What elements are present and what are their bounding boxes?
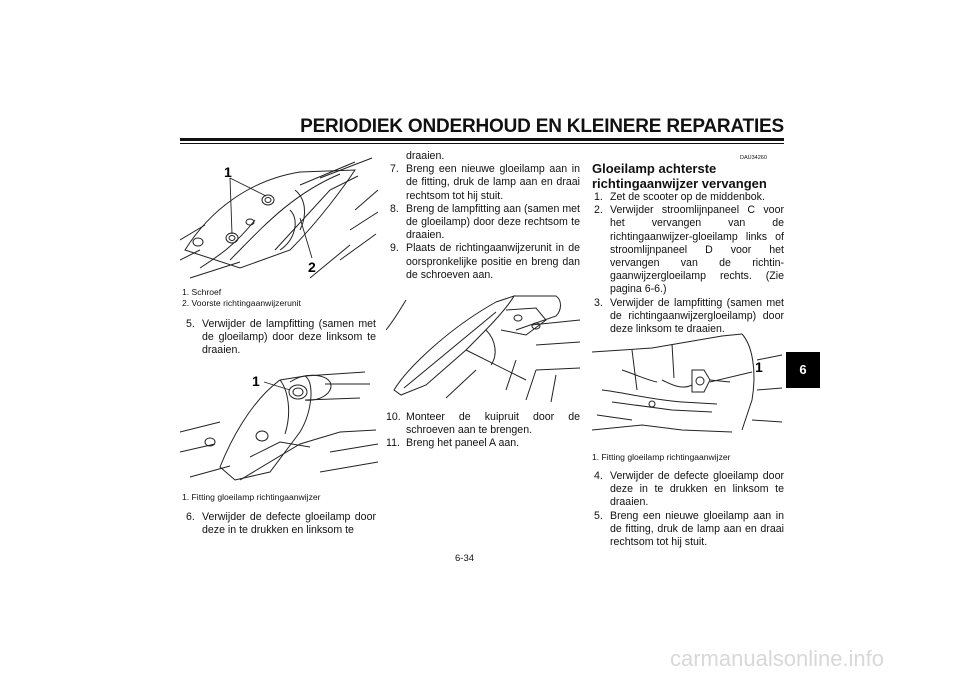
step-text: Verwijder de defecte gloeilamp door deze… (610, 470, 784, 509)
step-number: 1. (594, 191, 603, 203)
step-block: 6. Verwijder de defecte gloeilamp door d… (182, 511, 376, 537)
header-rule-thin (180, 142, 784, 144)
bulb-socket-illustration: 1 (180, 371, 379, 481)
step-text: Breng een nieuwe gloeilamp aan in de fit… (610, 509, 784, 549)
caption-item: 1. Schroef (182, 287, 222, 297)
step-item: 11. Breng het paneel A aan. (386, 437, 580, 450)
step-block: 4. Verwijder de defecte gloeilamp door d… (590, 470, 784, 549)
caption-item: 2. Voorste richtingaanwijzerunit (182, 298, 301, 308)
step-number: 8. (390, 202, 399, 215)
step-item: 2. Verwijder stroomlijnpaneel C voor het… (590, 204, 784, 296)
step-number: 7. (390, 163, 399, 176)
header-rule (180, 138, 784, 141)
turn-signal-unit-illustration (386, 295, 580, 403)
step-item: 5. Verwijder de lampfitting (samen met d… (182, 318, 376, 358)
step-item: 10. Monteer de kuipruit door de schroeve… (386, 411, 580, 437)
chapter-tab[interactable]: 6 (786, 352, 820, 388)
figure-caption: 1. Schroef 2. Voorste richtingaanwijzeru… (182, 287, 382, 309)
step-text: Zet de scooter op de middenbok. (610, 191, 765, 203)
step-number: 9. (390, 242, 399, 255)
step-text: Breng een nieuwe gloeilamp aan in de fit… (406, 163, 580, 202)
caption-item: 1. Fitting gloeilamp richtingaanwijzer (592, 452, 731, 462)
step-item: 9. Plaats de richtingaanwijzerunit in de… (386, 242, 580, 282)
step-item: 6. Verwijder de defecte gloeilamp door d… (182, 511, 376, 537)
step-item: 3. Verwijder de lampfitting (samen met d… (590, 297, 784, 337)
step-block: 10. Monteer de kuipruit door de schroeve… (386, 411, 580, 451)
callout-1: 1 (252, 373, 260, 389)
step-number: 2. (594, 204, 603, 217)
step-number: 4. (594, 470, 603, 482)
step-item: 4. Verwijder de defecte gloeilamp door d… (590, 470, 784, 510)
step-item: 5. Breng een nieuwe gloeilamp aan in de … (590, 510, 784, 550)
step-text: Verwijder de lampfitting (samen met de r… (610, 296, 784, 336)
section-heading: Gloeilamp achterste richtingaanwijzer ve… (592, 161, 792, 191)
document-code: DAU34260 (740, 155, 767, 161)
step-text: Verwijder stroomlijnpaneel C voor het ve… (610, 204, 784, 296)
figure-caption: 1. Fitting gloeilamp richtingaanwijzer (592, 452, 792, 463)
step-number: 5. (186, 318, 195, 330)
page-title: PERIODIEK ONDERHOUD EN KLEINERE REPARATI… (300, 116, 784, 137)
heading-line: Gloeilamp achterste (592, 161, 717, 176)
step-block: 5. Verwijder de lampfitting (samen met d… (182, 318, 376, 358)
step-block: draaien. 7. Breng een nieuwe gloeilamp a… (386, 150, 580, 282)
step-continuation: draaien. (406, 150, 445, 162)
step-text: Breng de lampfitting aan (samen met de g… (406, 202, 580, 242)
step-item: 7. Breng een nieuwe gloeilamp aan in de … (386, 163, 580, 203)
step-number: 3. (594, 296, 603, 309)
callout-1: 1 (755, 359, 763, 375)
callout-2: 2 (308, 259, 316, 275)
step-number: 6. (186, 511, 195, 523)
page-number: 6-34 (455, 553, 475, 564)
step-item: 8. Breng de lampfitting aan (samen met d… (386, 203, 580, 243)
caption-item: 1. Fitting gloeilamp richtingaanwijzer (182, 492, 321, 502)
step-text: Monteer de kuipruit door de schroeven aa… (406, 411, 580, 437)
heading-line: richtingaanwijzer vervangen (592, 176, 767, 191)
step-text: Breng het paneel A aan. (406, 437, 520, 450)
footer-watermark[interactable]: carmanualsonline.info (670, 646, 885, 671)
step-number: 5. (594, 509, 603, 522)
front-turn-signal-illustration: 1 2 (180, 157, 379, 279)
step-block: 1. Zet de scooter op de middenbok. 2. Ve… (590, 191, 784, 336)
callout-1: 1 (224, 164, 232, 180)
step-number: 11. (386, 437, 400, 450)
step-text: Plaats de richtingaanwijzerunit in de oo… (406, 242, 580, 281)
rear-bulb-socket-illustration: 1 (592, 333, 783, 433)
step-text: Verwijder de defecte gloeilamp door deze… (202, 511, 376, 537)
figure-caption: 1. Fitting gloeilamp richtingaanwijzer (182, 492, 382, 503)
step-text: Verwijder de lampfitting (samen met de g… (202, 318, 376, 357)
step-number: 10. (386, 411, 401, 423)
step-item: 1. Zet de scooter op de middenbok. (590, 191, 784, 204)
